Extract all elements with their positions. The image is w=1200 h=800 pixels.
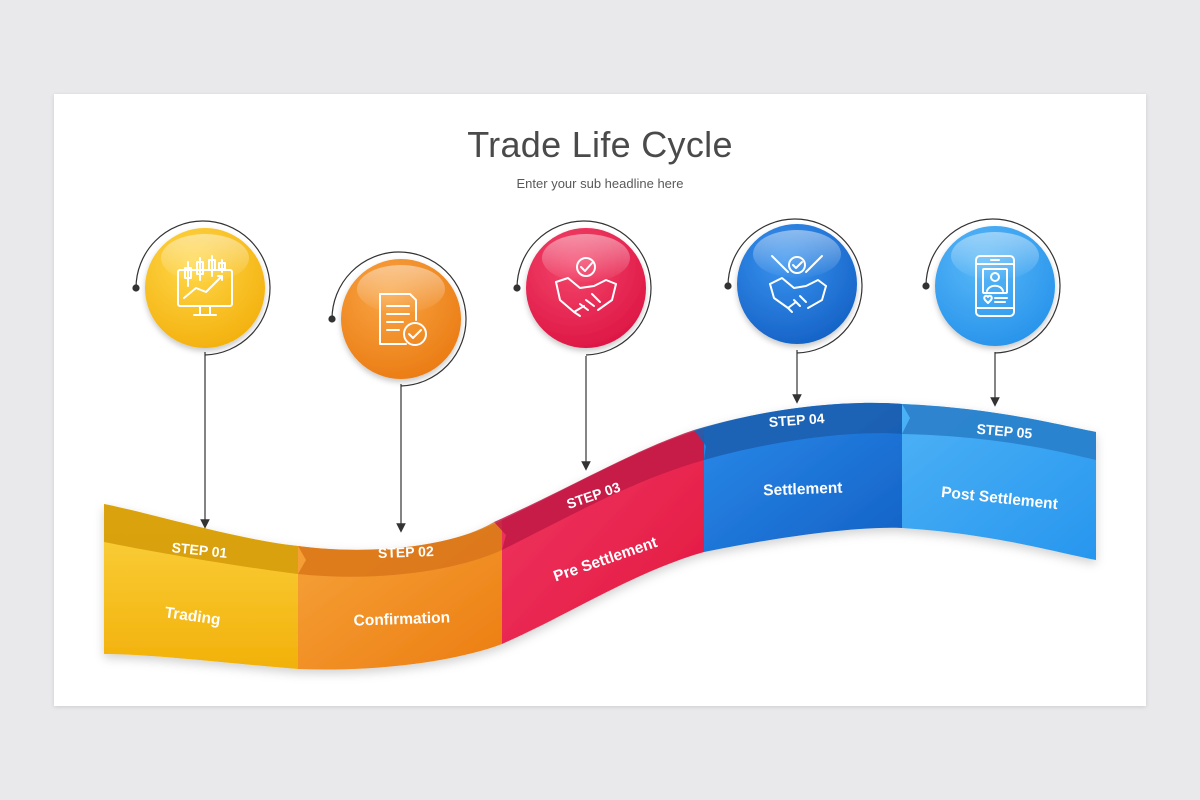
step-2-label: Confirmation — [353, 609, 450, 629]
trade-life-cycle-diagram: STEP 01 Trading STEP 02 Confirmation STE… — [104, 218, 1096, 670]
ribbon — [104, 402, 1096, 670]
page-title: Trade Life Cycle — [467, 124, 733, 165]
slide: Trade Life Cycle Enter your sub headline… — [54, 94, 1146, 706]
step-4-label: Settlement — [763, 480, 843, 500]
page-subtitle: Enter your sub headline here — [516, 176, 684, 191]
step-4-number: STEP 04 — [768, 410, 825, 430]
step-2-number: STEP 02 — [378, 543, 435, 561]
circle-arcs — [132, 218, 1061, 387]
connectors — [200, 350, 1000, 533]
step-5-number: STEP 05 — [976, 421, 1033, 442]
mobile-profile-icon — [975, 255, 1015, 317]
document-check-icon — [379, 293, 427, 346]
ribbon-segment-3 — [502, 428, 704, 644]
handshake-approved-icon — [769, 255, 827, 313]
step-1-number: STEP 01 — [171, 539, 228, 561]
handshake-check-icon — [555, 257, 617, 317]
stock-chart-monitor-icon — [177, 255, 233, 316]
